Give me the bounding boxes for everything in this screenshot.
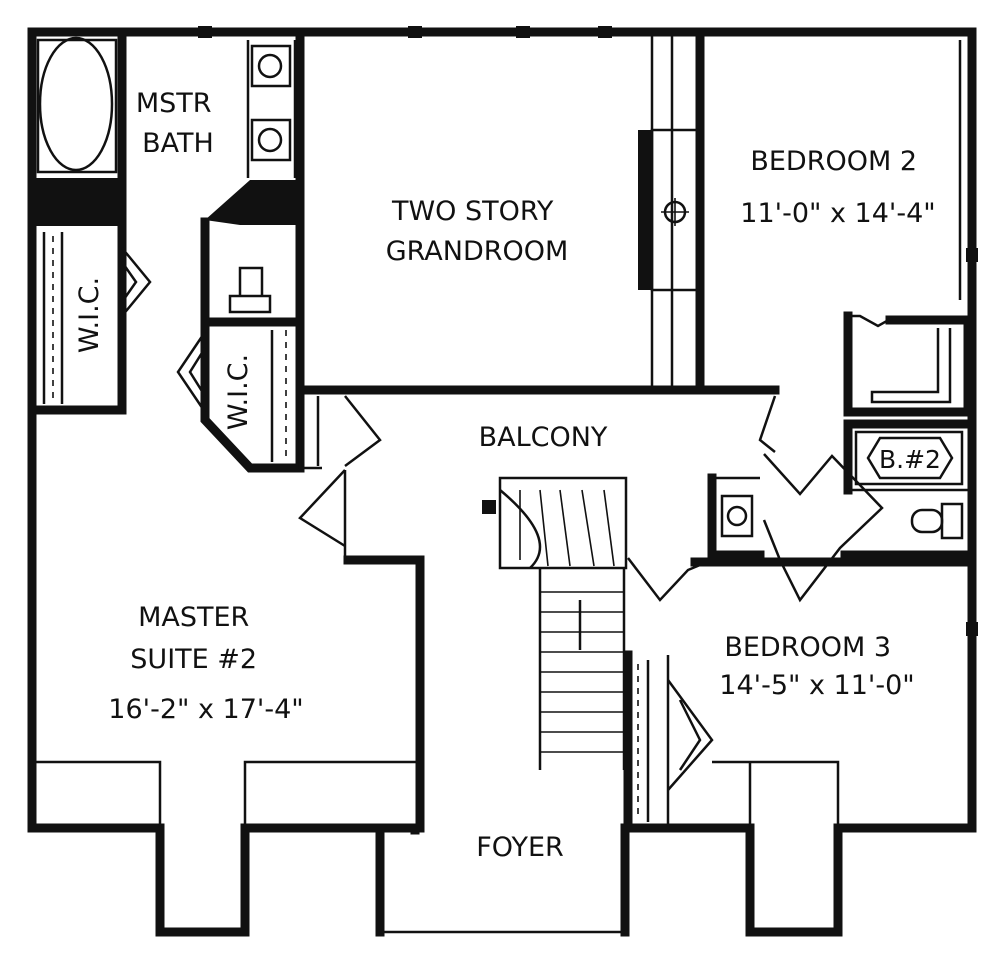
bedroom3-label: BEDROOM 3 14'-5" x 11'-0" (719, 632, 914, 701)
master-suite-label: MASTER SUITE #2 16'-2" x 17'-4" (108, 602, 303, 725)
bedroom2-label: BEDROOM 2 11'-0" x 14'-4" (740, 146, 935, 229)
fireplace-icon (661, 198, 689, 226)
grandroom-walls (295, 31, 780, 395)
wic-center-label: W.I.C. (223, 354, 254, 430)
master-suite-walls (36, 760, 420, 828)
tub-deck-icon (36, 38, 118, 174)
bath2-walls (840, 419, 973, 560)
bath2-label: B.#2 (879, 445, 941, 474)
mstr-bath-label: MSTR BATH (136, 88, 220, 159)
master-bath-walls (27, 27, 305, 415)
bathtub-icon (38, 36, 114, 172)
sink-icon (250, 118, 292, 162)
bedroom2-walls (843, 40, 973, 417)
bath2-tub-basin-icon (866, 436, 954, 480)
door-swing-icon (762, 453, 884, 603)
sink-icon (720, 494, 754, 538)
sink-icon (250, 44, 292, 88)
wic-left-closet (42, 232, 152, 404)
newel-post-icon (482, 500, 496, 514)
wic-left-label: W.I.C. (74, 277, 105, 353)
toilet-icon (228, 266, 272, 314)
grandroom-label: TWO STORY GRANDROOM (386, 196, 569, 267)
bedroom3-walls (623, 557, 973, 833)
balcony-walls (298, 395, 777, 602)
staircase-icon (415, 476, 628, 833)
window-marks (198, 26, 978, 636)
bath2-tub-icon (854, 430, 964, 486)
foyer-label: FOYER (476, 832, 564, 863)
toilet-icon (910, 502, 964, 540)
balcony-label: BALCONY (479, 422, 608, 453)
